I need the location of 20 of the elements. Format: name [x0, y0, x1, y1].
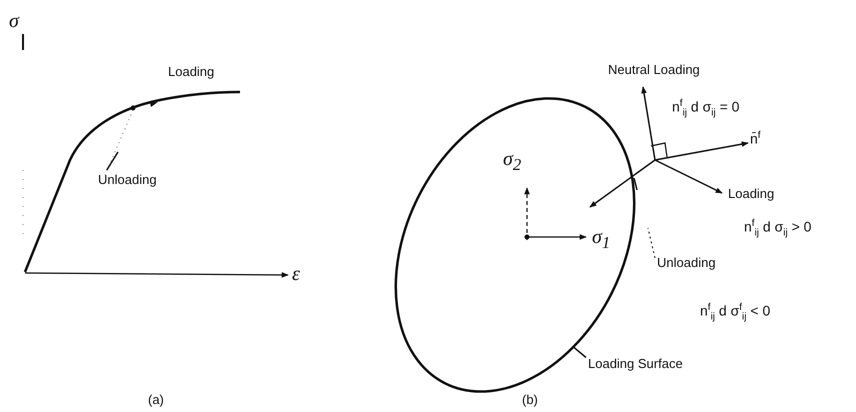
formula: n$^{f}$$_{ij}$ d σ$_{ij}$ > 0: [744, 217, 812, 240]
axis-label: σ: [9, 10, 19, 32]
leader-line: [106, 152, 119, 170]
leader-line: [572, 346, 586, 358]
formula: n$^{f}$$_{ij}$ d σ$^{f}$$_{ij}$ < 0: [700, 301, 770, 324]
annotation-text: Unloading: [657, 255, 716, 270]
axis-label: ε: [292, 263, 300, 285]
loading-surface-ellipse: [394, 97, 636, 393]
formula: n$^{f}$$_{ij}$ d σ$_{ij}$ = 0: [672, 97, 740, 120]
axis-label: σ$_{1}$: [592, 226, 610, 254]
arrow-label: Neutral Loading: [608, 62, 700, 77]
vector-label: n̄$^{f}$: [750, 129, 761, 147]
curve-label: Loading: [168, 64, 214, 79]
leader-line: [648, 228, 656, 258]
arrow-label: Loading: [728, 186, 774, 201]
axis-label: σ$_{2}$: [503, 148, 522, 176]
panel-label: (b): [522, 392, 538, 407]
annotation-text: Unloading: [98, 172, 157, 187]
annotation-text: Loading Surface: [588, 356, 683, 371]
panel-label: (a): [148, 392, 164, 407]
